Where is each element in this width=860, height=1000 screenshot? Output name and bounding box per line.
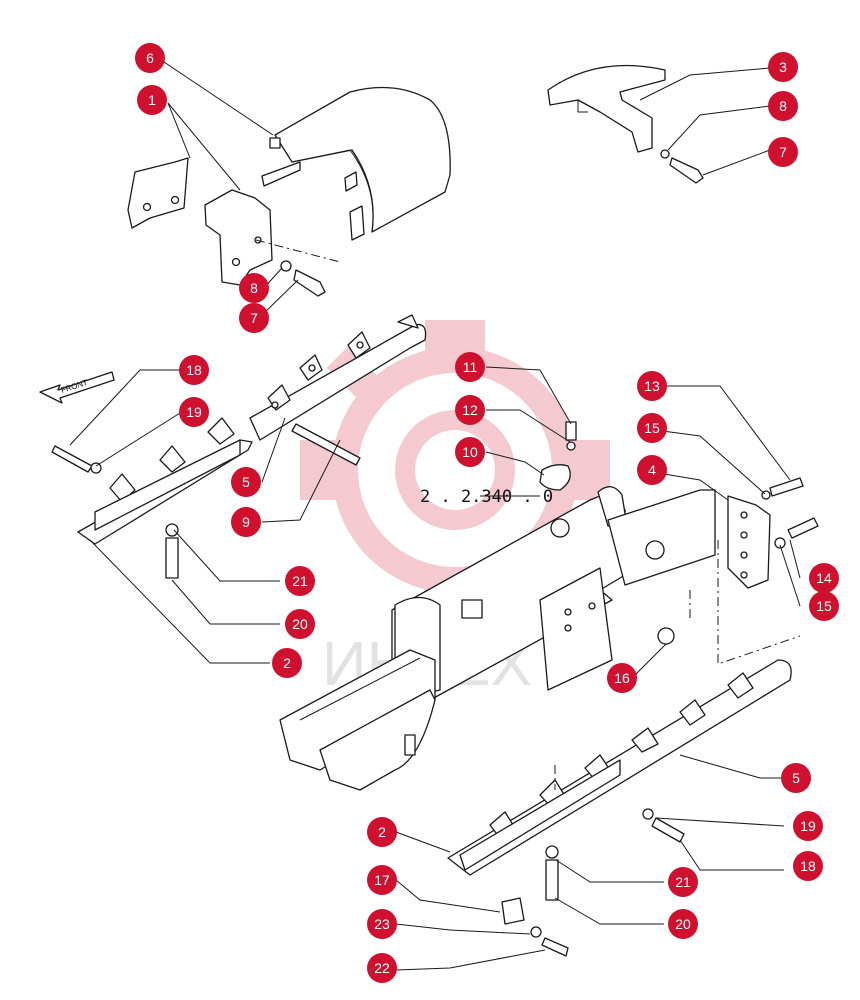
callout-badge: 21: [668, 867, 698, 897]
callout-badge: 18: [793, 851, 823, 881]
callout-badge: 8: [239, 273, 269, 303]
callout-badge: 7: [239, 303, 269, 333]
callout-badge: 7: [768, 137, 798, 167]
callout-badge: 2: [367, 817, 397, 847]
bolt-top-right: [660, 149, 704, 184]
svg-text:22: 22: [374, 960, 390, 976]
callout-badge: 17: [367, 865, 397, 895]
svg-text:18: 18: [186, 362, 202, 378]
callout-badge: 9: [231, 507, 261, 537]
top-cover-part: [547, 64, 666, 153]
rail-upper-left: [249, 314, 427, 441]
callout-badge: 11: [455, 352, 485, 382]
callout-badge: 22: [367, 953, 397, 983]
svg-text:21: 21: [675, 874, 691, 890]
callout-badge: 20: [668, 909, 698, 939]
main-frame-part: [279, 486, 716, 791]
callout-badge: 5: [781, 763, 811, 793]
svg-text:16: 16: [614, 670, 630, 686]
reference-code: 2 . 2.340 . 0: [420, 487, 553, 507]
callout-badge: 16: [607, 663, 637, 693]
svg-text:2: 2: [378, 824, 386, 840]
bracket-part: [127, 157, 273, 286]
svg-text:13: 13: [644, 378, 660, 394]
callout-badge: 10: [455, 437, 485, 467]
bolt-vertical-right: [545, 845, 559, 901]
svg-text:6: 6: [146, 50, 154, 66]
rail-lower-left: [77, 417, 253, 545]
callout-badge: 5: [231, 467, 261, 497]
callout-badge: 6: [135, 43, 165, 73]
svg-text:20: 20: [675, 916, 691, 932]
small-plate-part: [501, 897, 525, 925]
svg-text:8: 8: [779, 98, 787, 114]
callout-badge: 13: [637, 371, 667, 401]
callout-badge: 15: [809, 591, 839, 621]
callout-badges: 6 1 3 8 7 8 7 18 19 5 9 11 12 10 13 15 4…: [135, 43, 839, 983]
svg-text:5: 5: [792, 770, 800, 786]
svg-text:11: 11: [463, 359, 478, 375]
callout-badge: 21: [285, 566, 315, 596]
callout-badge: 12: [455, 395, 485, 425]
callout-badge: 18: [179, 355, 209, 385]
bolt-vertical-left: [165, 523, 179, 579]
nut-part: [657, 627, 675, 645]
callout-badge: 19: [793, 811, 823, 841]
rail-lower-right: [447, 659, 792, 876]
callout-badge: 20: [285, 609, 315, 639]
svg-text:18: 18: [800, 858, 816, 874]
assembly-line: [255, 239, 341, 263]
svg-text:3: 3: [779, 59, 787, 75]
svg-text:8: 8: [250, 280, 258, 296]
callout-badge: 19: [179, 397, 209, 427]
cover-hood-part: [261, 86, 451, 241]
svg-text:2: 2: [283, 655, 291, 671]
svg-text:14: 14: [816, 570, 832, 586]
bolt-left: [51, 445, 102, 474]
svg-text:20: 20: [292, 616, 308, 632]
bolt-center: [539, 421, 577, 491]
svg-text:12: 12: [462, 402, 478, 418]
bolt-right-lower: [642, 808, 685, 843]
svg-text:15: 15: [816, 598, 832, 614]
callout-badge: 2: [272, 648, 302, 678]
side-plate-part: [727, 477, 819, 589]
svg-text:21: 21: [292, 573, 308, 589]
svg-text:17: 17: [374, 872, 390, 888]
assembly-line: [717, 540, 801, 665]
svg-text:5: 5: [242, 474, 250, 490]
pin-part: [291, 423, 361, 466]
svg-text:4: 4: [648, 462, 656, 478]
svg-text:10: 10: [462, 444, 478, 460]
svg-text:15: 15: [644, 420, 660, 436]
callout-badge: 15: [637, 413, 667, 443]
callout-badge: 14: [809, 563, 839, 593]
callout-badge: 3: [768, 52, 798, 82]
svg-text:1: 1: [148, 92, 156, 108]
callout-badge: 1: [137, 85, 167, 115]
svg-text:7: 7: [250, 310, 258, 326]
bolt-top-left: [280, 260, 326, 297]
bolt-bottom: [530, 926, 569, 957]
svg-text:23: 23: [374, 916, 390, 932]
svg-text:19: 19: [800, 818, 816, 834]
callout-badge: 4: [637, 455, 667, 485]
svg-text:19: 19: [186, 404, 202, 420]
callout-badge: 23: [367, 909, 397, 939]
callout-badge: 8: [768, 91, 798, 121]
svg-text:9: 9: [242, 514, 250, 530]
front-direction-arrow: FRONT: [39, 371, 115, 404]
svg-text:7: 7: [779, 144, 787, 160]
